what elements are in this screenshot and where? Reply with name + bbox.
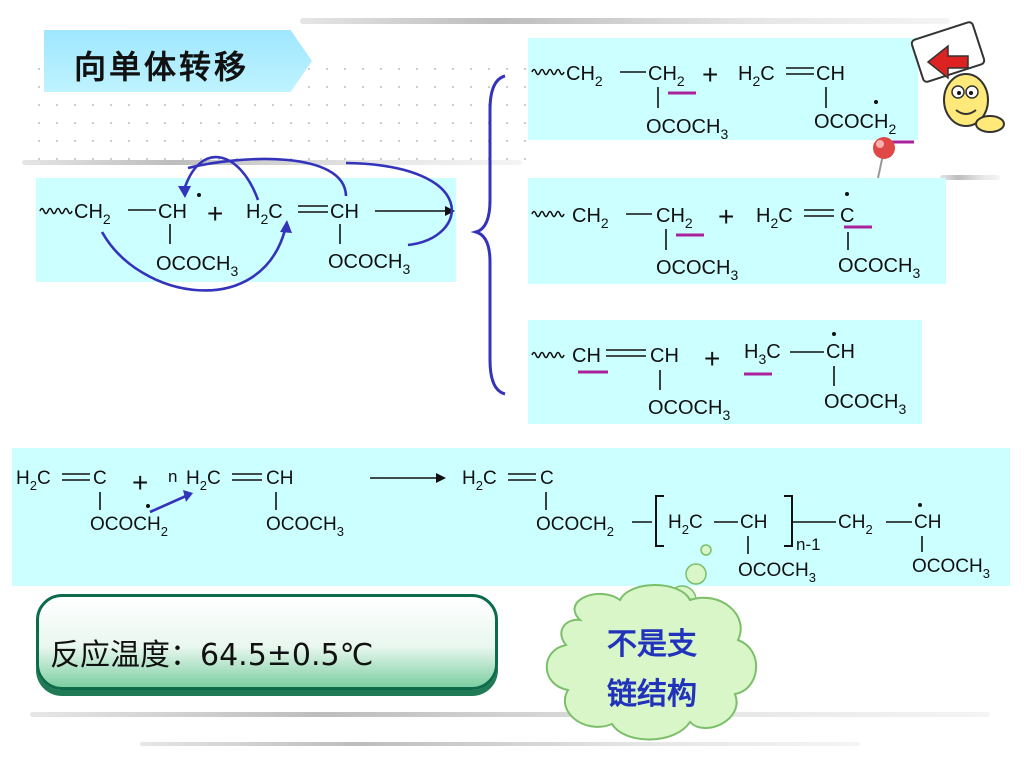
condition-box [36,594,498,690]
bottom-stripe-2 [140,742,860,746]
p2-plus: + [718,201,734,232]
prop-m2-ch: CH [266,468,293,489]
p2-acetate-2: OCOCH3 [838,255,920,281]
product-1: CH2 CH2 OCOCH3 + H2C CH OCOCH2 [531,59,914,144]
prop-end-ch: CH [914,512,941,533]
prop-m1-acetate: OCOCH2 [90,514,168,539]
product-panel-2 [528,178,946,284]
p3-h3c: H3C [744,341,781,367]
p2-acetate-1: OCOCH3 [656,257,738,283]
bottom-stripe [30,712,990,717]
p1-acetate-1: OCOCH3 [646,116,728,142]
propagation-reaction: H2C C OCOCH2 + n H2C CH OCOCH3 H2C C OCO… [16,467,990,585]
p2-h2c: H2C [756,205,793,231]
p3-acetate-1: OCOCH3 [648,397,730,423]
p3-ch-a: CH [572,345,601,367]
product-2: CH2 CH2 OCOCH3 + H2C C OCOCH3 [531,192,920,283]
prop-m1-h2c: H2C [16,468,51,493]
cloud-line-1: 不是支 [607,627,697,662]
curved-arrow-top [182,155,260,201]
propagation-panel [12,448,1010,586]
prop-p-h2c: H2C [462,468,497,493]
cloud-note: 不是支 链结构 [582,620,722,720]
product-panel-1 [528,38,918,140]
slide-title: 向单体转移 [74,48,250,86]
prop-m2-acetate: OCOCH3 [266,514,344,539]
left-arrow-sign-icon [926,44,969,80]
curved-arrow-long [187,157,454,247]
prop-r-h2c: H2C [668,512,703,537]
monomer-h2c: H2C [246,201,283,227]
chain-wavy-line [39,207,73,215]
p3-acetate-2: OCOCH3 [824,391,906,417]
thought-cloud [545,584,757,741]
monomer-ch: CH [330,201,359,223]
curved-arrow-bottom [100,229,287,292]
prop-p-acetate: OCOCH2 [536,514,614,539]
product-brace [470,74,506,396]
repeat-bracket-right [784,495,793,547]
radical-acetate-group: OCOCH3 [156,253,238,279]
reaction-temperature: 反应温度：64.5±0.5℃ [50,638,374,673]
cartoon-character-icon [910,21,1005,133]
mid-stripe-left [22,160,522,165]
p3-plus: + [704,343,720,374]
p1-ch2-a: CH2 [566,63,603,89]
prop-m2-h2c: H2C [186,468,221,493]
radical-ch: CH [158,201,187,223]
p3-ch-b: CH [650,345,679,367]
prop-arrow [436,473,446,483]
prop-end-ch2: CH2 [838,512,873,537]
prop-r-ch: CH [740,512,767,533]
pin-decoration [873,137,895,179]
monomer-acetate-group: OCOCH3 [328,251,410,277]
prop-attack-arrow [149,494,187,514]
chain-ch2: CH2 [74,201,111,227]
p1-ch: CH [816,63,845,85]
radical-dot [197,193,201,197]
title-box [44,30,312,92]
p1-plus: + [702,59,718,90]
product-3: CH CH OCOCH3 + H3C CH OCOCH3 [531,332,906,423]
main-reaction: CH2 CH OCOCH3 + H2C CH OCOCH3 [39,155,455,292]
p2-ch2-b: CH2 [656,205,693,231]
p1-h2c: H2C [738,63,775,89]
repeat-bracket-left [655,495,664,547]
p2-ch2-a: CH2 [572,205,609,231]
main-plus: + [207,198,223,229]
top-stripe [300,18,950,24]
main-reaction-arrow [445,206,455,216]
main-reaction-panel [36,178,456,282]
prop-plus: + [132,467,148,498]
prop-end-acetate: OCOCH3 [912,556,990,581]
prop-n: n [168,467,177,486]
p3-ch: CH [826,341,855,363]
p2-c: C [840,205,854,227]
cloud-line-2: 链结构 [607,677,697,712]
prop-r-acetate: OCOCH3 [738,560,816,585]
repeat-index: n-1 [796,535,821,554]
prop-p-c: C [540,468,554,489]
mid-stripe-right [940,175,1000,180]
p1-ch2-b: CH2 [648,63,685,89]
prop-m1-c: C [93,468,107,489]
p1-acetate-2: OCOCH2 [814,111,896,137]
